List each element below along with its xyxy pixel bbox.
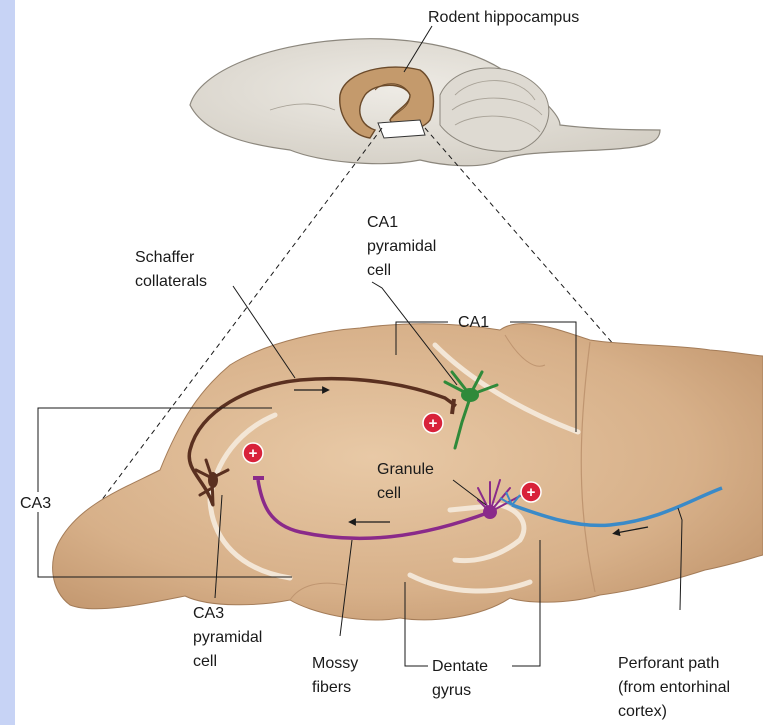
label-perforant-line1: Perforant path [618,655,719,672]
svg-text:+: + [249,445,258,462]
label-dentate-line1: Dentate [432,658,488,675]
label-ca1-region: CA1 [458,314,489,331]
label-ca3-cell-line2: pyramidal [193,629,262,646]
label-rodent-hippocampus: Rodent hippocampus [428,9,579,26]
svg-text:+: + [429,415,438,432]
label-ca1-cell-line1: CA1 [367,214,398,231]
label-ca3-cell-line1: CA3 [193,605,224,622]
label-dentate-line2: gyrus [432,682,471,699]
rodent-brain [190,39,660,166]
label-perforant-line2: (from entorhinal [618,679,730,696]
label-mossy-line2: fibers [312,679,351,696]
label-granule-line1: Granule [377,461,434,478]
label-perforant-line3: cortex) [618,703,667,720]
label-schaffer-line1: Schaffer [135,249,195,266]
label-mossy-line1: Mossy [312,655,358,672]
label-ca3-region: CA3 [20,495,51,512]
synapse-dentate: + [521,482,541,502]
label-ca1-cell-line3: cell [367,262,391,279]
label-ca3-cell-line3: cell [193,653,217,670]
label-granule-line2: cell [377,485,401,502]
label-ca1-cell-line2: pyramidal [367,238,436,255]
schaffer-terminal [452,399,454,414]
svg-text:+: + [527,484,536,501]
synapse-ca1: + [423,413,443,433]
label-schaffer-line2: collaterals [135,273,207,290]
synapse-ca3: + [243,443,263,463]
